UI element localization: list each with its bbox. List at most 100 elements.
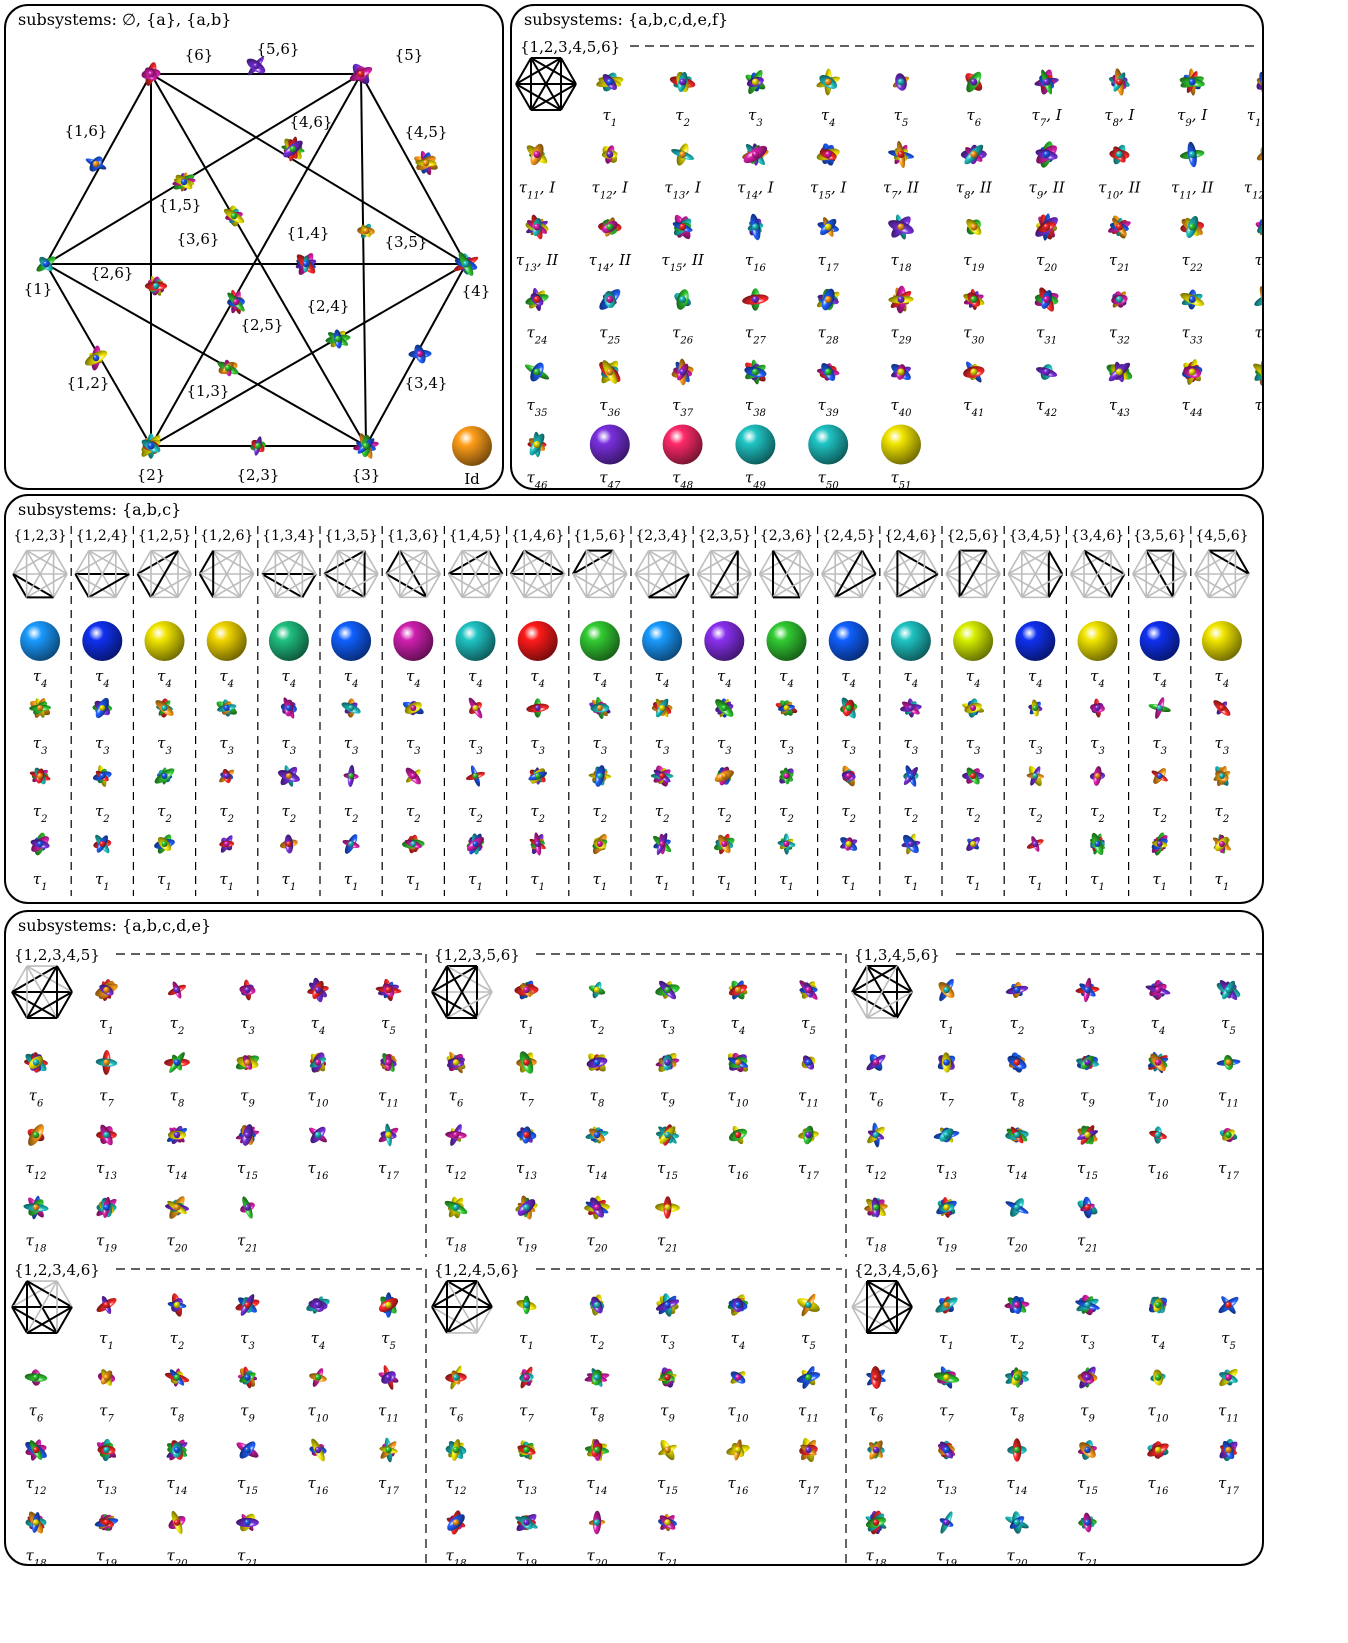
tau-label: τ21 (1077, 1547, 1098, 1565)
tau-label: τ46 (526, 469, 548, 489)
tau-glyph (1148, 1126, 1168, 1144)
tau-label: τ1 (841, 870, 856, 893)
tau-glyph (713, 765, 736, 786)
node-label: {5} (395, 46, 424, 64)
tau4-sphere (518, 621, 558, 661)
tau-glyph (584, 1438, 609, 1462)
tau-glyph (524, 287, 550, 312)
tau-label: τ17 (1218, 1159, 1240, 1182)
set-label: {1,4,5} (449, 528, 502, 544)
tau-label: τ3 (157, 734, 172, 757)
triangle-hexagon-icon (75, 551, 129, 598)
tau-label: τ3 (95, 734, 110, 757)
triangle-hexagon-icon (138, 551, 192, 598)
tau-label: τ7 (99, 1402, 114, 1425)
tau-glyph (1033, 140, 1060, 169)
tau-label: τ1 (519, 1329, 534, 1352)
tau-glyph (796, 1365, 822, 1391)
tau-label: τ32 (1109, 324, 1130, 347)
tau-glyph (1078, 1512, 1097, 1533)
tau-label: τ18 (445, 1547, 466, 1565)
tau-label: τ14 (166, 1159, 187, 1182)
tau-label: τ7 (519, 1402, 534, 1425)
tau-label: τ19 (96, 1232, 118, 1255)
tau-label: τ3 (406, 734, 421, 757)
tau-label: τ2 (170, 1014, 185, 1037)
tau-label: τ36 (599, 396, 621, 419)
tau-label: τ3 (717, 734, 732, 757)
tau4-sphere (82, 621, 122, 661)
tau-glyph (516, 1125, 537, 1144)
tau-label: τ7, II (883, 179, 920, 202)
tau-label: τ8 (170, 1087, 185, 1110)
tau-label: τ33 (1182, 324, 1203, 347)
edge-label: {2,3} (237, 466, 280, 484)
tau-sphere (590, 425, 630, 465)
tau4-sphere (1202, 621, 1242, 661)
tau-glyph (343, 765, 359, 787)
triangle-hexagon-icon (262, 551, 316, 598)
tau-label: τ12 (25, 1474, 46, 1497)
tau-label: τ9 (240, 1087, 255, 1110)
tau-glyph (1146, 1294, 1169, 1315)
tau-label: τ20 (1006, 1232, 1028, 1255)
tau4-sphere (953, 621, 993, 661)
tau-label: τ2 (966, 802, 981, 825)
node-glyph (352, 432, 379, 460)
tau-glyph (1074, 1293, 1100, 1316)
tau-glyph (777, 833, 796, 854)
tau-glyph (585, 1126, 609, 1145)
set-label: {1,4,6} (511, 528, 564, 544)
tau-glyph (95, 1050, 117, 1075)
tau-glyph (588, 981, 607, 1000)
tau-glyph (237, 1366, 257, 1389)
tau-label: τ8, I (1104, 106, 1135, 129)
tau-label: τ31 (1036, 324, 1057, 347)
tau-glyph (1075, 977, 1100, 1003)
tau-glyph (443, 1196, 469, 1219)
triangle-hexagon-icon (386, 551, 440, 598)
set-label: {1,2,3,4,5,6} (520, 38, 620, 56)
tau-glyph (1215, 978, 1243, 1002)
tau-sphere (663, 425, 703, 465)
tau-label: τ3 (240, 1329, 255, 1352)
tau-label: τ1 (99, 1014, 114, 1037)
set-label: {1,2,3} (13, 528, 66, 544)
tau-label: τ3 (904, 734, 919, 757)
tau-label: τ51 (890, 469, 911, 489)
tau-label: τ2 (219, 802, 234, 825)
tau-label: τ1 (282, 870, 297, 893)
tau-glyph (1251, 358, 1262, 387)
tau-glyph (152, 766, 176, 786)
edge-label: {1,4} (287, 224, 330, 242)
tau-label: τ37 (672, 396, 694, 419)
tau-label: τ16 (307, 1474, 329, 1497)
tau-glyph (815, 68, 841, 95)
tau-label: τ3 (1152, 734, 1167, 757)
tau-label: τ4 (344, 667, 359, 690)
edge-label: {2,4} (307, 297, 350, 315)
tau-glyph (1218, 1127, 1238, 1144)
tau-label: τ15 (1077, 1474, 1098, 1497)
tau-glyph (658, 1513, 678, 1532)
tau-label: τ7 (99, 1087, 114, 1110)
tau-label: τ17 (798, 1474, 820, 1497)
tau-glyph (596, 358, 623, 386)
tau-glyph (217, 768, 235, 785)
tau-glyph (1004, 1196, 1030, 1219)
tau-glyph (864, 1196, 888, 1218)
tau-label: τ2 (170, 1329, 185, 1352)
node-label: {4} (462, 282, 491, 300)
tau-glyph (1148, 696, 1172, 720)
tau-label: τ2 (779, 802, 794, 825)
tau-glyph (933, 1126, 960, 1144)
tau-glyph (94, 1512, 119, 1532)
tau-label: τ14, II (589, 251, 633, 274)
tau-glyph (342, 833, 361, 856)
edge-glyph (172, 172, 197, 192)
tau-glyph (655, 1293, 681, 1318)
triangle-hexagon-icon (1008, 551, 1062, 598)
tau-glyph (712, 833, 736, 856)
tau-label: τ41 (963, 396, 984, 419)
set-label: {1,5,6} (573, 528, 626, 544)
